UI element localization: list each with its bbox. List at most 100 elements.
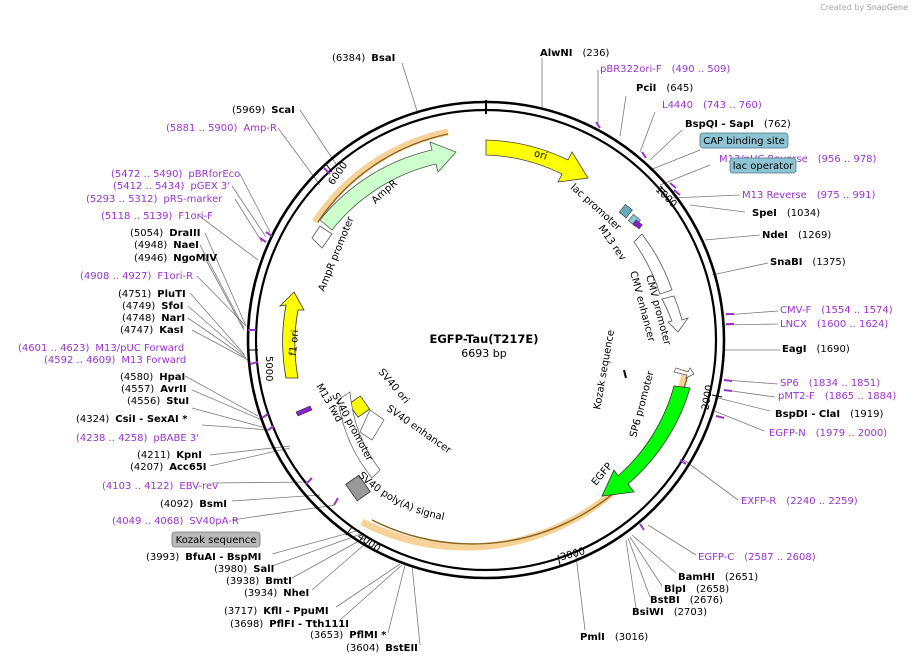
primer-egfp-n: EGFP-N(1979 .. 2000) [769, 428, 887, 439]
site-kasi: (4747)KasI [120, 325, 183, 336]
features: ori lac promoter M13 rev CMV enhancer CM… [278, 139, 695, 523]
site-alwni: AlwNI(236) [540, 48, 609, 59]
plasmid-name: EGFP-Tau(T217E) [430, 332, 539, 346]
site-avrii: (4557)AvrII [121, 384, 187, 395]
site-ngomiv: (4946)NgoMIV [134, 253, 217, 264]
sv40-polya-feature [345, 474, 371, 502]
primer-pgex-3: (5412 .. 5434)pGEX 3' [113, 181, 230, 192]
primer-sp6: SP6(1834 .. 1851) [780, 378, 880, 389]
site-stui: (4556)StuI [127, 396, 189, 407]
primer-m13puc-forward: (4601 .. 4623)M13/pUC Forward [18, 343, 184, 354]
site-csii-sexai: (4324)CsiI - SexAI * [76, 414, 188, 425]
site-kpni: (4211)KpnI [137, 450, 202, 461]
primer-pbr322ori-f: pBR322ori-F(490 .. 509) [600, 64, 730, 75]
kozak-label: Kozak sequence [592, 329, 617, 410]
site-pflmi: (3653)PflMI * [310, 630, 387, 641]
site-bsai: (6384)BsaI [332, 53, 395, 64]
plasmid-length: 6693 bp [461, 347, 506, 360]
sp6-promoter-label: SP6 promoter [628, 369, 657, 439]
site-sali: (3980)SalI [214, 564, 274, 575]
site-nari: (4748)NarI [122, 313, 185, 324]
site-pcii: PciI(645) [636, 83, 693, 94]
site-bsteii: (3604)BstEII [346, 643, 418, 654]
site-bmti: (3938)BmtI [226, 576, 292, 587]
ampr-arrow [319, 141, 457, 231]
site-nhei: (3934)NheI [244, 588, 309, 599]
kozak-mark [623, 369, 627, 379]
ampr-orf-highlight [312, 128, 449, 224]
site-bsiwi: BsiWI(2703) [632, 607, 707, 618]
plasmid-backbone [246, 100, 726, 580]
primer-pbrforeco: (5472 .. 5490)pBRforEco [111, 169, 240, 180]
site-scai: (5969)ScaI [232, 105, 295, 116]
cmv-enhancer-arrow [633, 233, 673, 295]
f1-ori-arrow [278, 291, 305, 379]
boxed-labels: CAP binding site lac operator Kozak sequ… [171, 132, 797, 548]
site-bstbi: BstBI(2676) [650, 595, 723, 606]
primer-sv40pa-r: (4049 .. 4068)SV40pA-R [112, 516, 239, 527]
primer-m13-forward: (4592 .. 4609)M13 Forward [44, 355, 186, 366]
primer-amp-r: (5881 .. 5900)Amp-R [166, 123, 277, 134]
site-pluti: (4751)PluTI [118, 289, 186, 300]
sv40-enhancer-feature [359, 409, 385, 441]
kozak-sequence-box [171, 531, 261, 548]
cap-binding-site-text: CAP binding site [703, 136, 785, 147]
primer-ebv-rev: (4103 .. 4122)EBV-rev [102, 481, 218, 492]
primer-f1ori-r: (4908 .. 4927)F1ori-R [80, 271, 193, 282]
site-draiii: (5054)DraIII [130, 228, 200, 239]
primer-f1ori-f: (5118 .. 5139)F1ori-F [101, 211, 213, 222]
sv40-polya-label: SV40 poly(A) signal [356, 470, 445, 523]
site-pmli: PmlI(3016) [580, 632, 648, 643]
ampr-orf-line [317, 133, 449, 223]
site-naei: (4948)NaeI [134, 240, 199, 251]
tick-2000: 2000 [700, 384, 715, 411]
lac-promoter-label: lac promoter [568, 182, 624, 234]
site-acc65i: (4207)Acc65I [130, 462, 207, 473]
tick-4000: 4000 [355, 531, 382, 555]
site-pflfi-tth111i: (3698)PflFI - Tth111I [230, 619, 349, 630]
kozak-sequence-text: Kozak sequence [176, 535, 257, 546]
primer-lncx: LNCX(1600 .. 1624) [780, 319, 888, 330]
site-bspdi-clai: BspDI - ClaI(1919) [775, 409, 883, 420]
site-bspqi-sapi: BspQI - SapI(762) [685, 119, 791, 130]
egfp-arrow [601, 385, 691, 497]
site-bsmi: (4092)BsmI [160, 499, 227, 510]
site-hpai: (4580)HpaI [120, 372, 185, 383]
primer-exfp-r: EXFP-R(2240 .. 2259) [741, 496, 858, 507]
site-snabi: SnaBI(1375) [770, 257, 846, 268]
primer-prs-marker: (5293 .. 5312)pRS-marker [86, 194, 223, 205]
sv40-enhancer-label: SV40 enhancer [384, 403, 453, 456]
site-ndei: NdeI(1269) [762, 230, 831, 241]
ampr-promoter-label: AmpR promoter [317, 215, 357, 294]
cmv-promoter-arrow [661, 295, 690, 333]
site-sfoi: (4749)SfoI [122, 301, 183, 312]
sv40-ori-label: SV40 ori [376, 367, 411, 406]
ori-label: ori [533, 148, 549, 162]
primer-l4440: L4440(743 .. 760) [662, 100, 762, 111]
site-bamhi: BamHI(2651) [678, 572, 758, 583]
ampr-promoter-arrow [311, 225, 333, 249]
primer-pmt2-f: pMT2-F(1865 .. 1884) [778, 391, 896, 402]
lac-operator-box [729, 157, 797, 174]
primer-m13-reverse: M13 Reverse(975 .. 991) [742, 190, 876, 201]
m13-fwd-feature [295, 405, 313, 417]
sv40-ori-feature [348, 395, 371, 418]
site-blpi: BlpI(2658) [664, 584, 729, 595]
site-kfli-ppumi: (3717)KflI - PpuMI [224, 606, 329, 617]
cap-binding-site-box [699, 132, 789, 149]
ori-arrow [485, 139, 589, 183]
m13-rev-feature [632, 219, 643, 230]
cap-binding-feature [618, 203, 633, 219]
lac-operator-text: lac operator [733, 161, 794, 172]
site-spei: SpeI(1034) [752, 208, 820, 219]
primer-pbabe-3: (4238 .. 4258)pBABE 3' [76, 433, 199, 444]
primer-cmv-f: CMV-F(1554 .. 1574) [780, 305, 893, 316]
restriction-sites: AlwNI(236) PciI(645) BspQI - SapI(762) S… [76, 48, 883, 654]
primer-egfp-c: EGFP-C(2587 .. 2608) [698, 552, 816, 563]
leader-lines [184, 58, 780, 646]
primer-marks [248, 121, 734, 531]
f1-ori-label: f1 ori [288, 329, 301, 356]
site-eagi: EagI(1690) [782, 344, 850, 355]
sp6-promoter-arrow [673, 367, 695, 379]
